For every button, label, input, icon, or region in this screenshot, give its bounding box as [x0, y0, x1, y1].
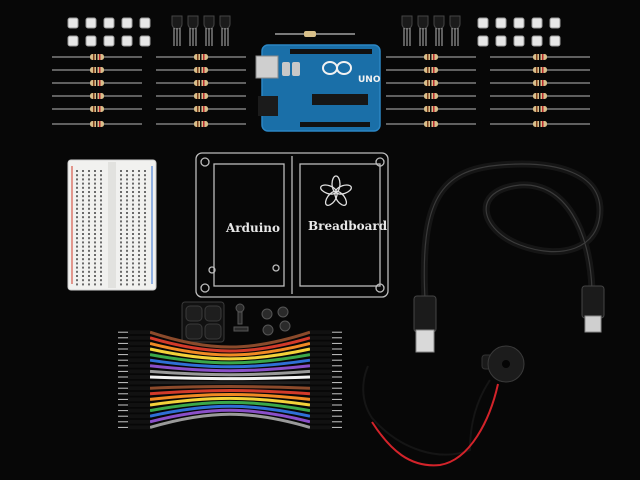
- jumper-wire: [118, 335, 342, 353]
- resistor: [52, 121, 142, 127]
- resistor: [490, 67, 590, 73]
- led-clip: [139, 17, 151, 29]
- led-clip: [549, 17, 561, 29]
- resistor: [156, 106, 246, 112]
- resistor: [490, 80, 590, 86]
- resistor: [156, 93, 246, 99]
- resistor: [386, 121, 476, 127]
- resistor: [490, 54, 590, 60]
- led-clip: [531, 35, 543, 47]
- led-clip: [121, 35, 133, 47]
- led-clip: [495, 17, 507, 29]
- arduino-logo-icon: [322, 61, 352, 75]
- jumper-wire: [118, 385, 342, 391]
- transistors-left: [171, 15, 231, 46]
- led-clip: [549, 35, 561, 47]
- piezo-buzzer: [362, 345, 525, 467]
- jumper-wire: [118, 392, 342, 402]
- led-holder-clips-right: [477, 17, 561, 47]
- led-clip: [85, 35, 97, 47]
- resistor: [156, 121, 246, 127]
- adafruit-flower-icon: [320, 175, 352, 207]
- resistor: [156, 80, 246, 86]
- jumper-wire: [118, 347, 342, 361]
- led-holder-clips-left: [67, 17, 151, 47]
- plate-label-breadboard: Breadboard: [308, 219, 388, 233]
- screws-and-standoffs: [233, 303, 291, 336]
- mini-breadboard: [67, 159, 157, 291]
- jumper-wire: [118, 352, 342, 365]
- transistor: [171, 15, 183, 46]
- resistor: [386, 106, 476, 112]
- jumper-wire: [118, 412, 342, 430]
- acrylic-mounting-plate: [195, 152, 389, 298]
- arduino-uno-board: UNO: [255, 31, 381, 132]
- jumper-wire: [118, 369, 342, 377]
- plate-label-arduino: Arduino: [225, 221, 280, 235]
- transistor: [449, 15, 461, 46]
- transistor: [203, 15, 215, 46]
- jumper-wire: [118, 408, 342, 424]
- transistors-right: [401, 15, 461, 46]
- resistor: [52, 67, 142, 73]
- transistor: [187, 15, 199, 46]
- transistor: [401, 15, 413, 46]
- led-clip: [121, 17, 133, 29]
- led-clip: [139, 35, 151, 47]
- resistor: [386, 93, 476, 99]
- resistor: [490, 106, 590, 112]
- resistor: [386, 80, 476, 86]
- resistor: [52, 93, 142, 99]
- board-silkscreen: UNO: [358, 75, 381, 85]
- jumper-wire: [118, 380, 342, 385]
- resistor: [156, 67, 246, 73]
- jumper-wire: [118, 358, 342, 369]
- resistor: [52, 106, 142, 112]
- led-clip: [85, 17, 97, 29]
- resistor: [386, 54, 476, 60]
- resistor: [490, 93, 590, 99]
- transistor: [433, 15, 445, 46]
- led-clip: [513, 17, 525, 29]
- resistor: [52, 80, 142, 86]
- led-clip: [103, 35, 115, 47]
- jumper-wire: [118, 330, 342, 349]
- jumper-wire: [118, 389, 342, 396]
- led-clip: [477, 17, 489, 29]
- jumper-wire: [118, 396, 342, 407]
- rubber-feet: [181, 301, 225, 343]
- led-clip: [103, 17, 115, 29]
- resistor: [52, 54, 142, 60]
- resistor: [386, 67, 476, 73]
- led-clip: [513, 35, 525, 47]
- jumper-wire: [118, 404, 342, 419]
- jumper-wire: [118, 400, 342, 413]
- usb-cable: [413, 160, 605, 353]
- led-clip: [495, 35, 507, 47]
- jumper-wire: [118, 363, 342, 373]
- resistor: [156, 54, 246, 60]
- led-clip: [477, 35, 489, 47]
- transistor: [417, 15, 429, 46]
- resistor-rows: [52, 54, 590, 127]
- led-clip: [67, 35, 79, 47]
- resistor: [490, 121, 590, 127]
- led-clip: [67, 17, 79, 29]
- jumper-wire-bundle: [118, 330, 342, 430]
- jumper-wire: [118, 341, 342, 357]
- led-clip: [531, 17, 543, 29]
- jumper-wire: [118, 375, 342, 381]
- transistor: [219, 15, 231, 46]
